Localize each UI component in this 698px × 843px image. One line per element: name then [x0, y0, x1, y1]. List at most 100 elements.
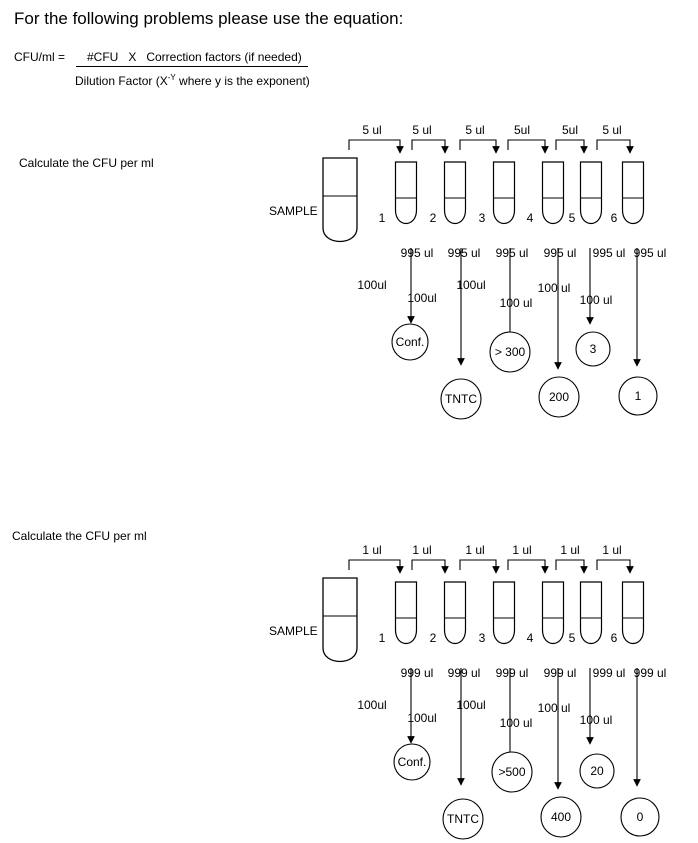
tube-number: 3: [479, 211, 486, 225]
agar-plate: [540, 796, 582, 838]
dilution-tube: [443, 581, 467, 645]
agar-plate: [575, 331, 611, 367]
plated-volume-label: 100ul: [357, 278, 386, 292]
sample-label: SAMPLE: [269, 624, 318, 638]
agar-plate: [620, 797, 660, 837]
dilution-tube: [579, 161, 603, 225]
transfer-arrow: [507, 139, 549, 154]
transfer-volume-label: 5 ul: [602, 123, 621, 137]
plate-count-label: >500: [498, 765, 525, 779]
diluent-volume-label: 999 ul: [593, 666, 626, 680]
plated-volume-label: 100ul: [456, 278, 485, 292]
sample-label: SAMPLE: [269, 204, 318, 218]
plate-count-label: > 300: [495, 345, 526, 359]
dilution-tube: [394, 581, 418, 645]
tube-number: 4: [527, 631, 534, 645]
transfer-arrow: [348, 559, 404, 574]
agar-plate: [440, 378, 482, 420]
dilution-tube: [541, 581, 565, 645]
tube-number: 3: [479, 631, 486, 645]
diluent-volume-label: 999 ul: [448, 666, 481, 680]
plate-count-label: Conf.: [396, 335, 425, 349]
dilution-tube: [492, 161, 516, 225]
plated-volume-label: 100 ul: [580, 293, 613, 307]
transfer-volume-label: 5 ul: [412, 123, 431, 137]
transfer-volume-label: 5 ul: [465, 123, 484, 137]
plated-volume-label: 100ul: [456, 698, 485, 712]
tube-number: 2: [430, 631, 437, 645]
plate-count-label: Conf.: [398, 755, 427, 769]
diluent-volume-label: 995 ul: [544, 246, 577, 260]
agar-plate: [393, 743, 431, 781]
agar-plate: [579, 753, 615, 789]
agar-plate: [618, 376, 658, 416]
diluent-volume-label: 999 ul: [496, 666, 529, 680]
plated-volume-label: 100 ul: [580, 713, 613, 727]
plated-volume-label: 100ul: [357, 698, 386, 712]
dilution-tube: [443, 161, 467, 225]
transfer-volume-label: 1 ul: [602, 543, 621, 557]
plate-count-label: 0: [637, 810, 644, 824]
transfer-arrow: [555, 139, 588, 154]
transfer-volume-label: 1 ul: [465, 543, 484, 557]
diluent-volume-label: 995 ul: [401, 246, 434, 260]
tube-number: 6: [611, 211, 618, 225]
problem-2-prompt: Calculate the CFU per ml: [12, 529, 147, 543]
plated-volume-label: 100ul: [407, 291, 436, 305]
diluent-volume-label: 999 ul: [401, 666, 434, 680]
diluent-volume-label: 995 ul: [448, 246, 481, 260]
tube-number: 6: [611, 631, 618, 645]
transfer-arrow: [348, 139, 404, 154]
plate-count-label: 400: [551, 810, 571, 824]
dilution-tube: [621, 581, 645, 645]
agar-plate: [391, 323, 429, 361]
problem-1-prompt: Calculate the CFU per ml: [19, 156, 154, 170]
transfer-volume-label: 1 ul: [362, 543, 381, 557]
plated-volume-label: 100 ul: [538, 701, 571, 715]
agar-plate: [489, 331, 531, 373]
plated-volume-label: 100 ul: [500, 296, 533, 310]
equation-denominator-suffix: where y is the exponent): [175, 74, 310, 88]
plate-count-label: 200: [549, 390, 569, 404]
transfer-volume-label: 5 ul: [362, 123, 381, 137]
diluent-volume-label: 995 ul: [634, 246, 667, 260]
agar-plate: [491, 751, 533, 793]
transfer-arrow: [555, 559, 588, 574]
tube-number: 1: [379, 211, 386, 225]
transfer-arrow: [459, 139, 500, 154]
sample-tube: [322, 157, 358, 242]
agar-plate: [538, 376, 580, 418]
equation-denominator: Dilution Factor (X-Y where y is the expo…: [75, 73, 310, 88]
plate-count-label: 3: [590, 342, 597, 356]
equation-exponent: -Y: [167, 73, 176, 82]
transfer-volume-label: 5ul: [562, 123, 578, 137]
equation-lhs: CFU/ml =: [14, 50, 65, 64]
agar-plate: [442, 798, 484, 840]
equation-denominator-prefix: Dilution Factor (X: [75, 74, 168, 88]
transfer-arrow: [596, 139, 634, 154]
transfer-volume-label: 1 ul: [560, 543, 579, 557]
transfer-arrow: [411, 559, 449, 574]
sample-tube: [322, 577, 358, 662]
tube-number: 5: [569, 631, 576, 645]
transfer-volume-label: 1 ul: [512, 543, 531, 557]
tube-number: 1: [379, 631, 386, 645]
tube-number: 5: [569, 211, 576, 225]
transfer-arrow: [459, 559, 500, 574]
equation-fraction-bar: [76, 66, 308, 67]
plate-count-label: 20: [590, 764, 604, 778]
transfer-arrow: [411, 139, 449, 154]
plated-volume-label: 100 ul: [500, 716, 533, 730]
plated-volume-label: 100 ul: [538, 281, 571, 295]
dilution-tube: [394, 161, 418, 225]
tube-number: 2: [430, 211, 437, 225]
diluent-volume-label: 995 ul: [496, 246, 529, 260]
plate-count-label: 1: [635, 389, 642, 403]
plate-count-label: TNTC: [445, 392, 477, 406]
dilution-tube: [579, 581, 603, 645]
equation-numerator: #CFU X Correction factors (if needed): [87, 50, 302, 64]
transfer-volume-label: 5ul: [514, 123, 530, 137]
